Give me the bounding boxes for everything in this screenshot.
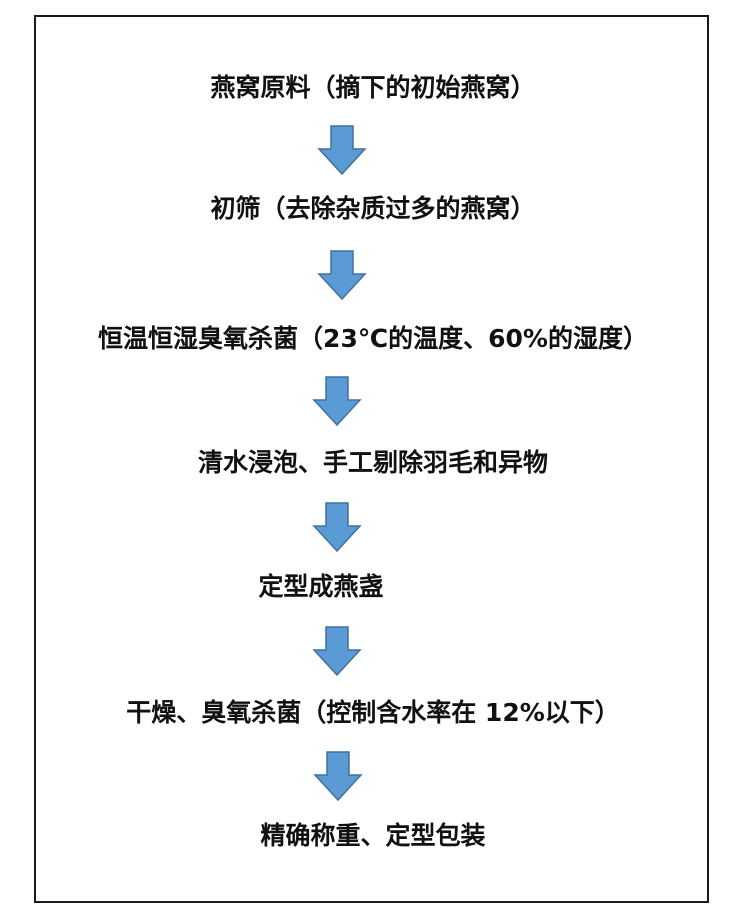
step-1-raw-material: 燕窝原料（摘下的初始燕窝） [210,73,536,102]
diagram-frame [34,15,709,903]
down-arrow-icon [312,626,362,676]
down-arrow-icon [317,250,367,300]
step-3-ozone-sterilization: 恒温恒湿臭氧杀菌（23℃的温度、60%的湿度） [98,324,648,353]
step-4-soaking-cleaning: 清水浸泡、手工剔除羽毛和异物 [197,448,548,477]
down-arrow-icon [313,751,363,801]
step-2-initial-screening: 初筛（去除杂质过多的燕窝） [210,194,536,223]
step-7-weighing-packaging: 精确称重、定型包装 [260,821,486,850]
step-5-shaping: 定型成燕盏 [258,572,384,601]
step-6-drying-sterilization: 干燥、臭氧杀菌（控制含水率在 12%以下） [126,698,620,727]
down-arrow-icon [317,125,367,175]
down-arrow-icon [312,376,362,426]
down-arrow-icon [312,502,362,552]
